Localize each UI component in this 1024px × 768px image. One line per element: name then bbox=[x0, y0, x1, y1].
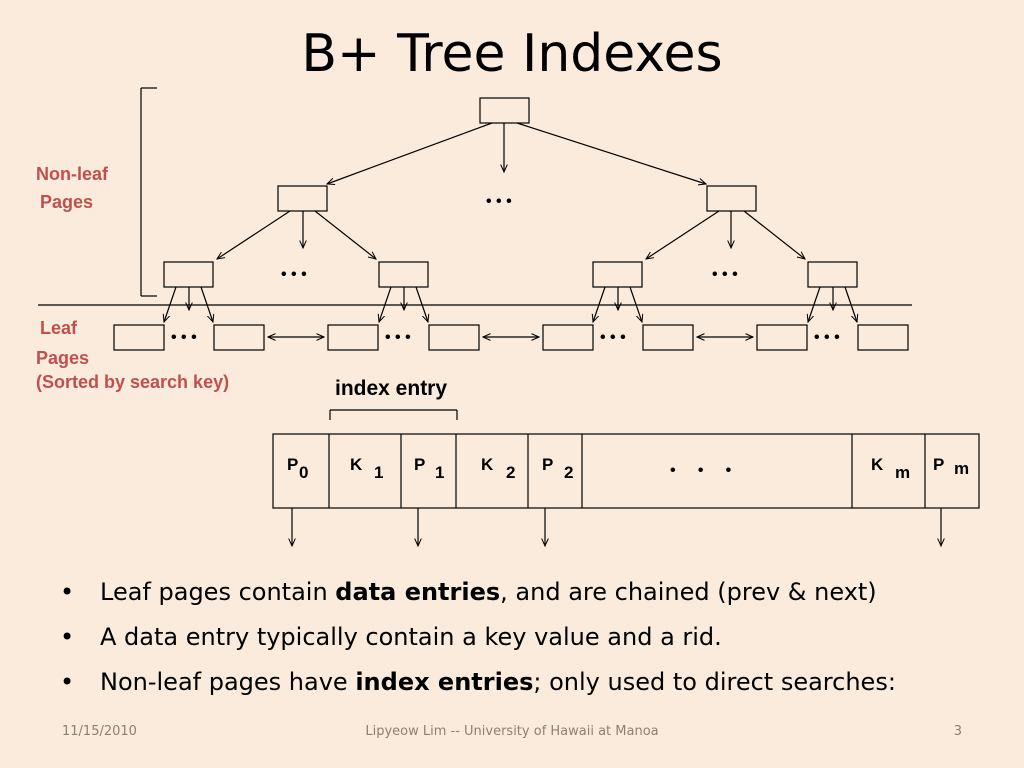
ellipsis-entry: • • • bbox=[670, 462, 732, 479]
index-page-strip bbox=[272, 433, 980, 509]
index-entry-label: index entry bbox=[335, 377, 447, 400]
cell-p1-sub: 1 bbox=[435, 463, 444, 482]
leaf-node bbox=[642, 324, 694, 351]
cell-k1-sub: 1 bbox=[374, 463, 383, 482]
index-pointer-arrows bbox=[292, 508, 941, 546]
root-node bbox=[479, 97, 530, 124]
ellipsis-leaf-2: • • • bbox=[385, 329, 411, 346]
leaf-node bbox=[756, 324, 808, 351]
bullet-item: A data entry typically contain a key val… bbox=[58, 615, 998, 660]
sorted-by-search-key-label: (Sorted by search key) bbox=[36, 372, 229, 392]
non-leaf-bracket bbox=[140, 87, 157, 297]
level2-node-3 bbox=[592, 261, 643, 288]
bullet-item: Non-leaf pages have index entries; only … bbox=[58, 660, 998, 705]
ellipsis-leaf-4: • • • bbox=[814, 329, 840, 346]
footer-date: 11/15/2010 bbox=[62, 724, 137, 739]
leaf-label: Leaf bbox=[40, 318, 78, 338]
level2-node-2 bbox=[378, 261, 429, 288]
cell-pm-base: P bbox=[933, 455, 944, 474]
cell-k2-sub: 2 bbox=[506, 463, 515, 482]
footer-author: Lipyeow Lim -- University of Hawaii at M… bbox=[365, 724, 659, 739]
leaf-node bbox=[857, 324, 909, 351]
cell-k2-base: K bbox=[481, 455, 494, 474]
bullet-item: Leaf pages contain data entries, and are… bbox=[58, 570, 998, 615]
ellipsis-level2-right: • • • bbox=[712, 266, 738, 283]
ellipsis-level1: • • • bbox=[486, 193, 512, 210]
cell-p0-base: P bbox=[287, 455, 298, 474]
cell-km-sub: m bbox=[895, 463, 910, 482]
leaf-node bbox=[113, 324, 165, 351]
footer-page-number: 3 bbox=[953, 724, 962, 739]
leaf-pointers bbox=[164, 286, 857, 322]
index-entry-bracket bbox=[329, 409, 458, 420]
non-leaf-pages-label: Pages bbox=[40, 192, 93, 212]
bullet-list: Leaf pages contain data entries, and are… bbox=[58, 570, 998, 705]
ellipsis-leaf-1: • • • bbox=[171, 329, 197, 346]
leaf-node bbox=[428, 324, 480, 351]
cell-p1-base: P bbox=[414, 455, 425, 474]
root-pointers bbox=[327, 122, 706, 184]
index-cell-labels: P 0 K 1 P 1 K 2 P 2 K m P m • • • bbox=[287, 455, 969, 482]
slide-title: B+ Tree Indexes bbox=[301, 24, 723, 84]
index-page-outline bbox=[272, 433, 980, 509]
ellipsis-leaf-3: • • • bbox=[600, 329, 626, 346]
level1-node-left bbox=[277, 185, 328, 212]
leaf-node bbox=[213, 324, 265, 351]
leaf-node bbox=[542, 324, 594, 351]
leaf-pages-label: Pages bbox=[36, 348, 89, 368]
ellipsis-level2-left: • • • bbox=[281, 266, 307, 283]
cell-k1-base: K bbox=[350, 455, 363, 474]
cell-km-base: K bbox=[871, 455, 884, 474]
leaf-node bbox=[327, 324, 379, 351]
level2-node-1 bbox=[163, 261, 214, 288]
level1-pointers bbox=[217, 210, 805, 259]
non-leaf-label: Non-leaf bbox=[36, 164, 109, 184]
level1-node-right bbox=[706, 185, 757, 212]
level2-node-4 bbox=[807, 261, 858, 288]
leaf-pages bbox=[113, 324, 909, 351]
cell-p2-base: P bbox=[542, 455, 553, 474]
cell-pm-sub: m bbox=[954, 459, 969, 478]
cell-p2-sub: 2 bbox=[564, 463, 573, 482]
cell-p0-sub: 0 bbox=[299, 463, 308, 482]
